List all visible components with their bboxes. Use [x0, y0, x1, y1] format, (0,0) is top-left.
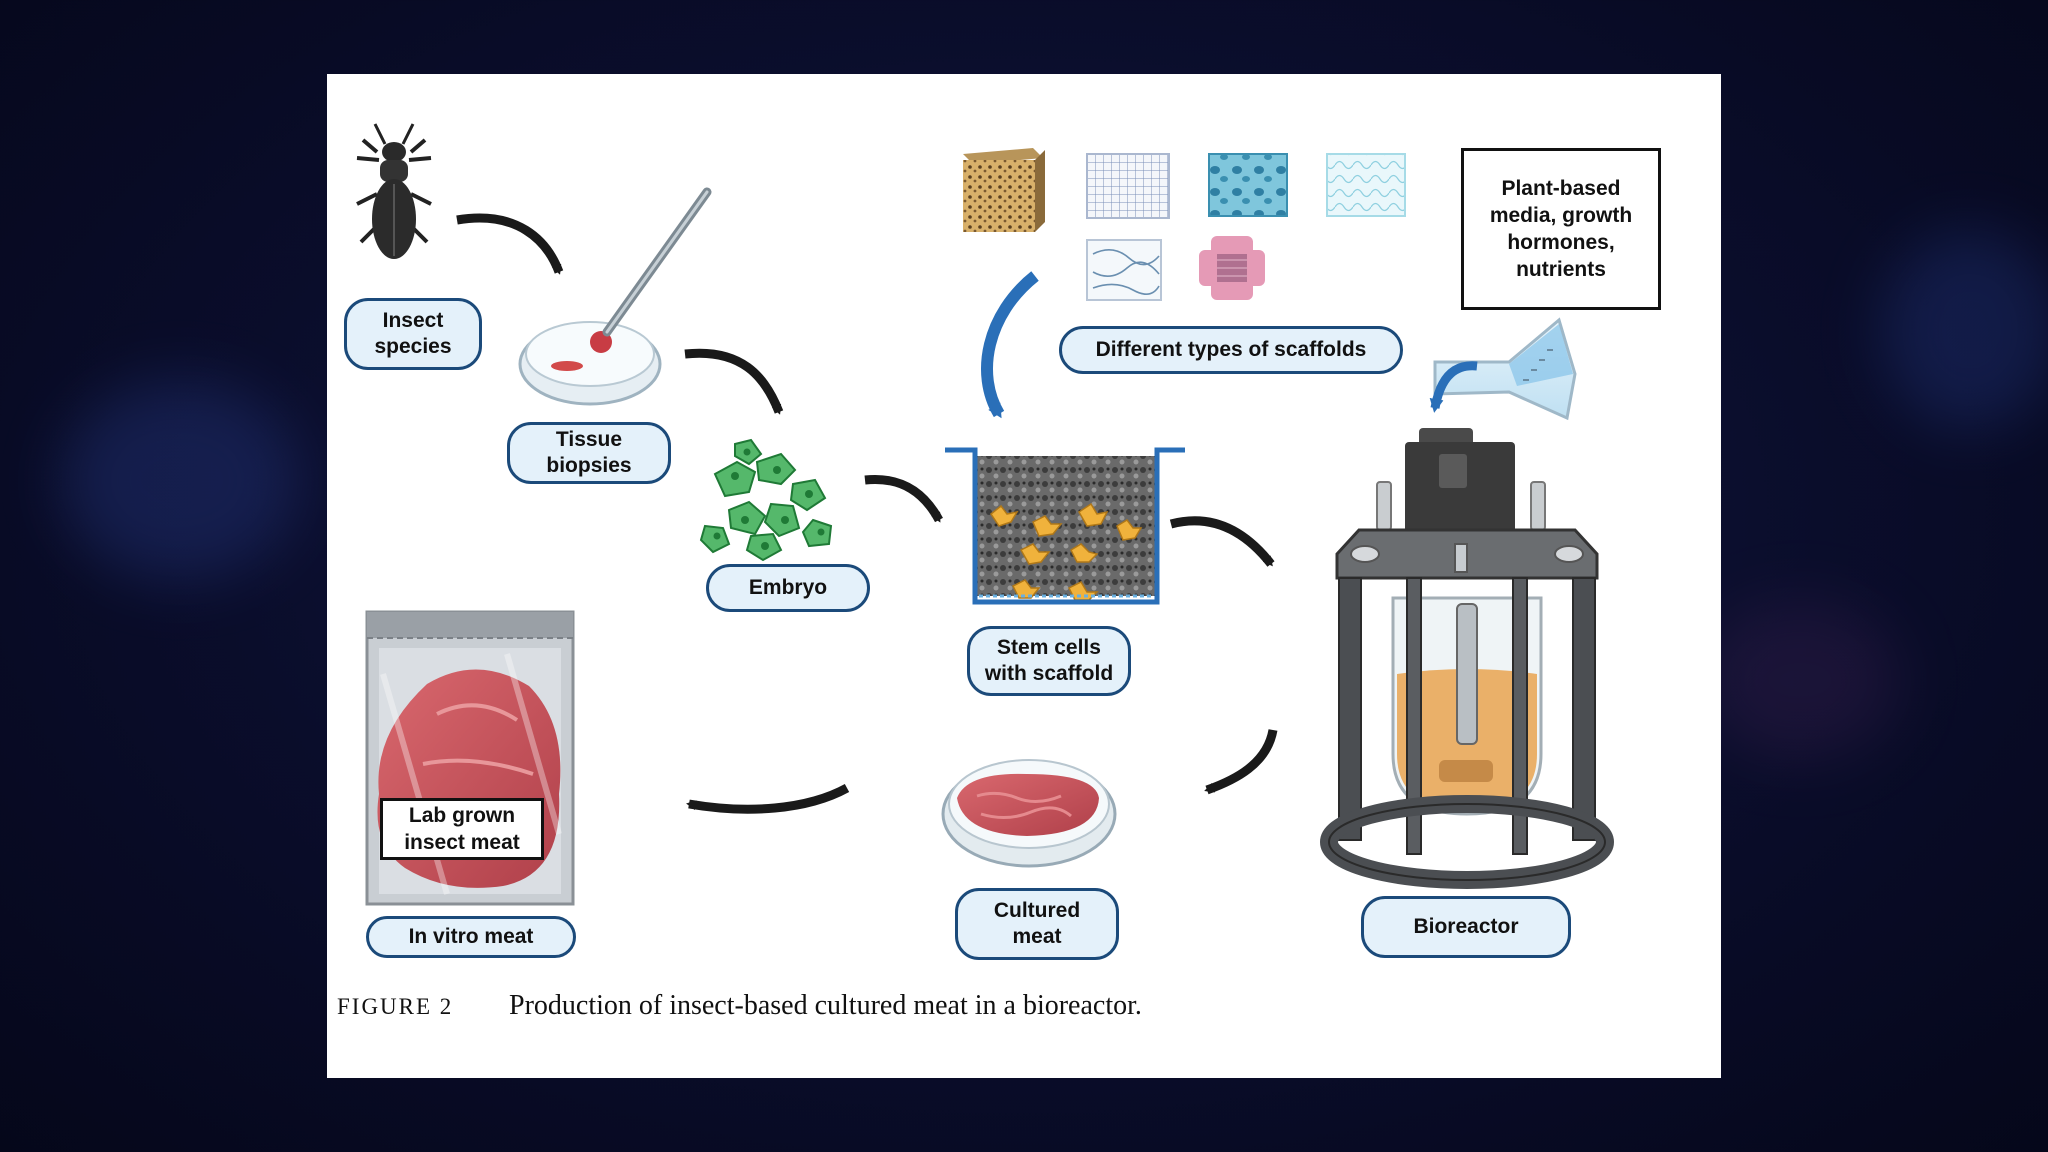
figure-slide: Insect species Tissue biopsies Embryo Di… — [327, 74, 1721, 1078]
label-cultured-meat: Cultured meat — [955, 888, 1119, 960]
scaffold-container-icon — [945, 447, 1185, 605]
bioreactor-icon — [1320, 428, 1614, 889]
petri-dish-biopsy-icon — [518, 187, 712, 406]
arrow-cultured-to-package — [686, 784, 850, 814]
label-insect-species: Insect species — [344, 298, 482, 370]
label-in-vitro-meat: In vitro meat — [366, 916, 576, 958]
sponge-scaffold-icon — [963, 148, 1045, 232]
label-lab-grown: Lab grown insect meat — [380, 798, 544, 860]
arrow-stemcells-to-bioreactor — [1169, 516, 1275, 567]
hydrogel-scaffold-icon — [1326, 153, 1406, 217]
meat-package-icon — [365, 610, 575, 906]
embryo-cells-icon — [699, 438, 833, 562]
flask-icon — [1433, 317, 1577, 421]
caption-text: Production of insect-based cultured meat… — [509, 990, 1142, 1021]
background-glow — [1880, 230, 2048, 430]
pinned-scaffold-icon — [1199, 236, 1265, 300]
arrow-insect-to-biopsy — [456, 213, 564, 275]
mesh-scaffold-icon — [1086, 153, 1170, 219]
arrow-biopsy-to-embryo — [684, 348, 784, 415]
scaffold-samples — [963, 148, 1406, 301]
cultured-meat-dish-icon — [941, 759, 1117, 868]
background-glow — [60, 380, 300, 580]
scaffold-arrow — [981, 271, 1039, 419]
figure-number: FIGURE 2 — [337, 994, 454, 1019]
flow-arrows — [456, 213, 1278, 814]
figure-caption: FIGURE 2 Production of insect-based cultu… — [337, 990, 1697, 1022]
label-tissue-biopsies: Tissue biopsies — [507, 422, 671, 484]
beetle-icon — [356, 123, 432, 259]
label-stem-cells: Stem cells with scaffold — [967, 626, 1131, 696]
label-scaffolds: Different types of scaffolds — [1059, 326, 1403, 374]
porous-scaffold-icon — [1208, 153, 1288, 217]
label-media-box: Plant-based media, growth hormones, nutr… — [1461, 148, 1661, 310]
media-arrow — [1429, 361, 1478, 413]
process-diagram — [356, 123, 1614, 906]
arrow-embryo-to-stemcells — [864, 474, 943, 523]
label-bioreactor: Bioreactor — [1361, 896, 1571, 958]
label-embryo: Embryo — [706, 564, 870, 612]
background-glow — [1700, 600, 1900, 760]
arrow-bioreactor-to-cultured — [1204, 728, 1278, 795]
